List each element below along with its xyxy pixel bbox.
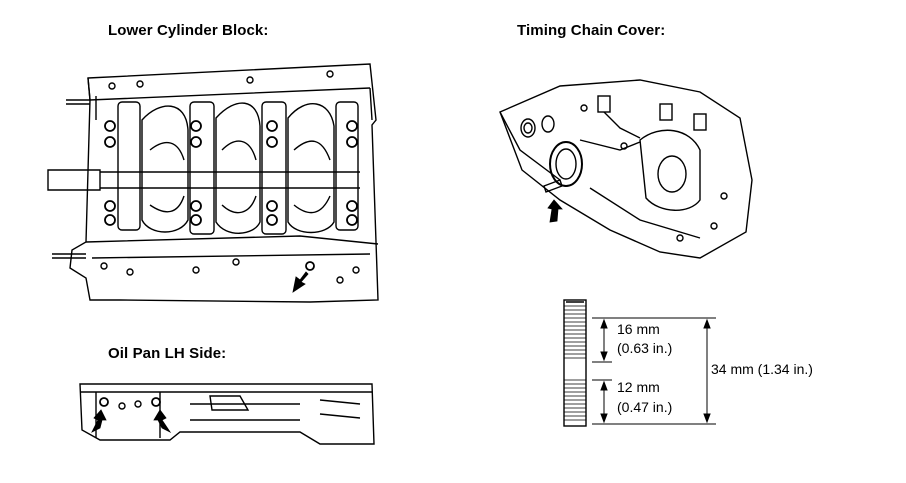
timing-chain-cover-illustration (499, 79, 753, 259)
total-length: 34 mm (1.34 in.) (711, 361, 813, 377)
pointer-arrow-timing-cover (547, 199, 563, 223)
upper-length-in: (0.63 in.) (617, 340, 673, 356)
lower-cylinder-block-illustration (47, 63, 379, 303)
lower-cylinder-block-title: Lower Cylinder Block: (108, 22, 269, 39)
dimension-lines (592, 317, 716, 425)
pointer-arrow-lower-block (292, 271, 309, 293)
lower-length-mm: 12 mm (617, 379, 660, 395)
pointer-arrow-oil-pan-right (153, 409, 172, 434)
pointer-arrow-oil-pan-left (91, 409, 107, 433)
oil-pan-lh-side-title: Oil Pan LH Side: (108, 345, 227, 362)
upper-length-mm: 16 mm (617, 321, 660, 337)
lower-length-in: (0.47 in.) (617, 399, 673, 415)
timing-chain-cover-title: Timing Chain Cover: (517, 22, 666, 39)
oil-pan-lh-side-illustration (79, 383, 375, 445)
stud-bolt-illustration (563, 299, 587, 427)
